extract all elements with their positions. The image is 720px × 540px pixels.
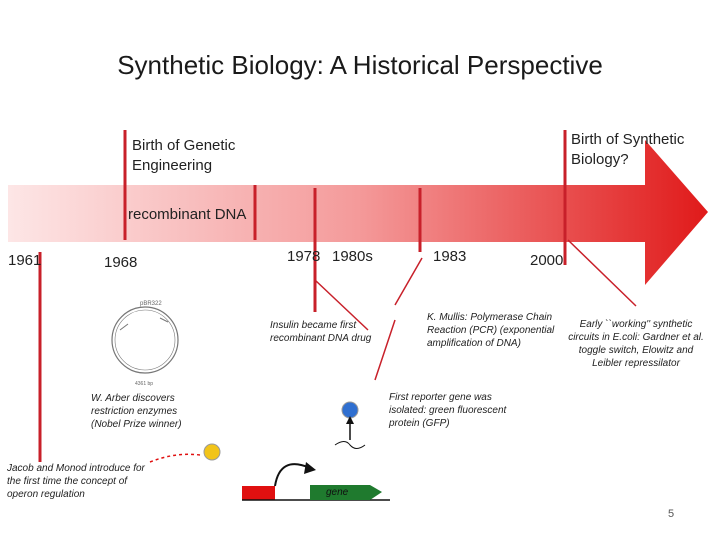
year-1978: 1978	[287, 248, 321, 265]
year-1980s: 1980s	[332, 248, 373, 265]
connector-toggle	[567, 239, 637, 307]
regulator-dot	[203, 443, 221, 461]
page-number: 5	[668, 508, 675, 520]
event-pcr: K. Mullis: Polymerase Chain Reaction (PC…	[427, 312, 555, 349]
timeline-arrow	[8, 140, 708, 285]
connector-pcr	[394, 257, 423, 306]
label-recombinant-dna: recombinant DNA	[128, 206, 247, 223]
reporter-dot	[341, 401, 359, 419]
event-jacob-monod: Jacob and Monod introduce for the first …	[7, 463, 145, 500]
event-gfp: First reporter gene was isolated: green …	[389, 392, 507, 429]
plasmid-sketch	[111, 306, 179, 374]
year-2000: 2000	[530, 252, 564, 269]
label-genetic-engineering: Birth of Genetic Engineering	[132, 137, 236, 174]
connector-gfp	[374, 319, 396, 381]
connector-insulin	[314, 279, 369, 331]
svg-text:4361 bp: 4361 bp	[135, 381, 153, 387]
gene-arrow	[310, 485, 382, 500]
event-toggle-switch: Early ``working'' synthetic circuits in …	[568, 319, 704, 369]
year-1968: 1968	[104, 254, 138, 271]
slide-title: Synthetic Biology: A Historical Perspect…	[117, 50, 603, 80]
year-1983: 1983	[433, 248, 467, 265]
gene-label: gene	[326, 487, 349, 498]
event-arber: W. Arber discovers restriction enzymes (…	[91, 393, 182, 430]
red-block	[242, 486, 275, 500]
label-synthetic-biology: Birth of Synthetic Biology?	[571, 131, 685, 168]
year-1961: 1961	[8, 252, 42, 269]
event-insulin: Insulin became first recombinant DNA dru…	[270, 320, 372, 344]
svg-text:pBR322: pBR322	[140, 301, 162, 307]
